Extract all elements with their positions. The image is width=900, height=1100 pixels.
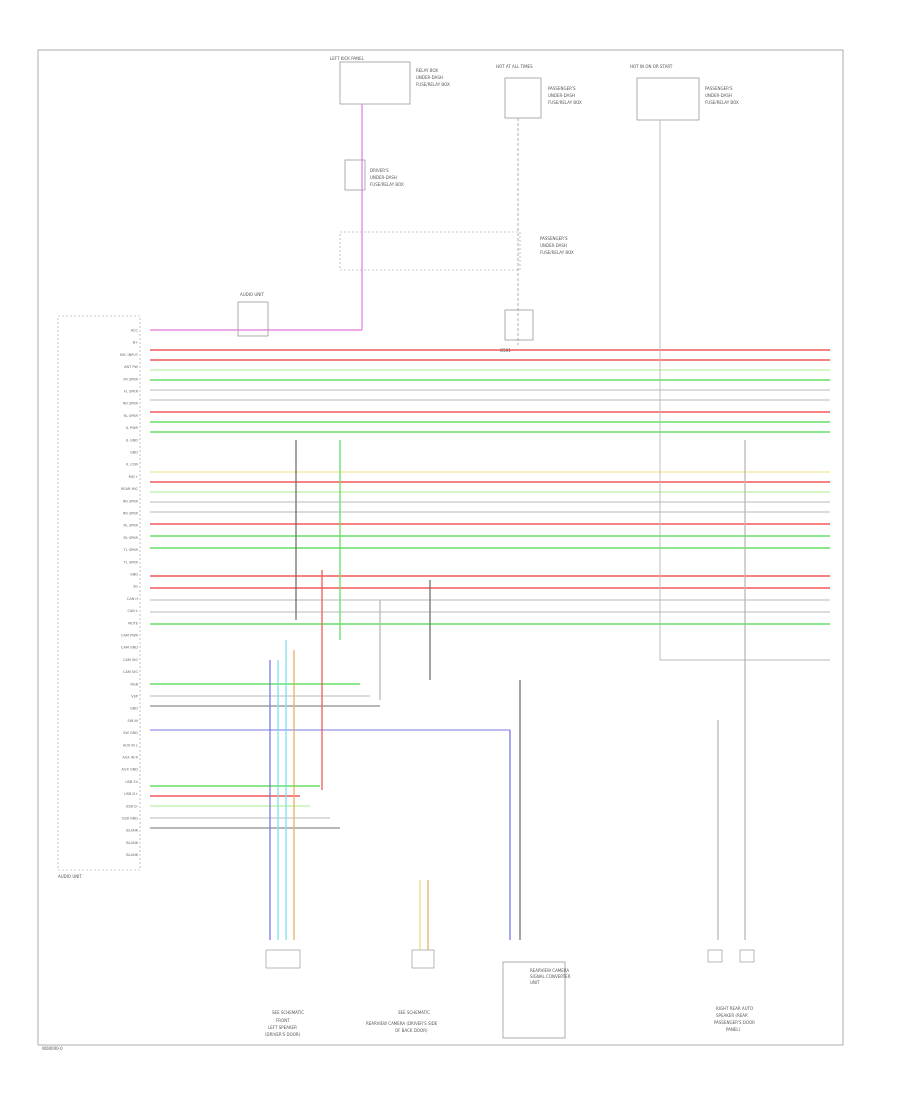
bottom-mid-line2: OF BACK DOOR) <box>395 1028 428 1033</box>
ground-desc: G501 <box>500 348 511 353</box>
bottom-right-line3: PASSENGER'S DOOR <box>714 1020 755 1025</box>
pin-label: USB D+ <box>124 792 138 796</box>
terminal-connector <box>707 949 723 963</box>
vertical-wires <box>265 440 755 969</box>
fuse-box-right-desc2: UNDER-DASH <box>705 93 732 98</box>
bottom-left-connector: SEE SCHEMATIC <box>272 1010 304 1015</box>
mid-right-desc2: UNDER-DASH <box>540 243 567 248</box>
pin-label: CAM GND <box>121 646 138 650</box>
pin-label: BLANK <box>126 853 138 857</box>
mid-left-desc3: FUSE/RELAY BOX <box>370 182 404 187</box>
bottom-right-line2: SPEAKER (REAR <box>716 1013 748 1018</box>
pin-label: TL SPKR <box>123 560 139 564</box>
audio-unit-label: AUDIO UNIT <box>58 874 82 879</box>
pin-label: CAN L <box>127 609 138 613</box>
pin-label: TL SPKR <box>123 548 139 552</box>
pin-label: CAN H <box>127 597 139 601</box>
pin-label: BLANK <box>126 829 138 833</box>
fuse-box-right-desc3: FUSE/RELAY BOX <box>705 100 739 105</box>
bottom-mid-connector: SEE SCHEMATIC <box>398 1010 430 1015</box>
pin-label: AUX IN L <box>123 743 138 747</box>
footer-code: W00000-0 <box>42 1046 63 1051</box>
pin-label: BLANK <box>126 841 138 845</box>
pin-label: FL SPKR <box>124 390 139 394</box>
connector-mid-left <box>344 159 366 191</box>
pin-label: AUX GND <box>122 768 139 772</box>
mid-right-desc1: PASSENGER'S <box>540 236 568 241</box>
pin-label: CAM SIG <box>123 670 138 674</box>
pin-label: CAM PWR <box>121 634 139 638</box>
pin-label: GND <box>130 451 138 455</box>
pin-label: USB D- <box>126 804 139 808</box>
pin-labels: ACC B+ MIC INPUT ANT PW FR SPKR FL SPKR RR SPK… <box>120 329 139 858</box>
fuse-box-left-desc2: UNDER-DASH <box>416 75 443 80</box>
pin-label: ACC <box>131 329 139 333</box>
camera-box-line3: UNIT <box>530 980 540 985</box>
pin-label: GND <box>130 707 138 711</box>
fuse-box-right <box>636 77 700 121</box>
diagram-frame <box>37 49 844 1046</box>
bottom-left-line3: (DRIVER'S DOOR) <box>265 1032 301 1037</box>
terminal-connector <box>265 949 301 969</box>
bottom-left-line2: LEFT SPEAKER <box>268 1025 297 1030</box>
pin-label: USB GND <box>122 817 139 821</box>
pin-label: IL GND <box>126 438 138 442</box>
connector-mid-right <box>504 309 534 341</box>
camera-box-line1: REARVIEW CAMERA <box>530 968 569 973</box>
harness-lines <box>150 349 830 829</box>
pin-label: RL SPKR <box>123 524 138 528</box>
fuse-box-right-desc1: PASSENGER'S <box>705 86 733 91</box>
camera-box-line2: SIGNAL CONVERTER <box>530 974 571 979</box>
resistor-block <box>237 301 269 337</box>
pin-label: MIC+ <box>129 475 138 479</box>
pin-label: USB 5V <box>125 780 139 784</box>
mid-left-desc2: UNDER-DASH <box>370 175 397 180</box>
fuse-box-left-title: LEFT KICK PANEL <box>330 56 365 61</box>
pin-label: B+ <box>133 341 138 345</box>
fuse-box-left-desc1: RELAY BOX <box>416 68 438 73</box>
pin-label: RL SPKR <box>123 536 138 540</box>
bottom-left-line1: FRONT <box>276 1018 290 1023</box>
fuse-box-middle-desc3: FUSE/RELAY BOX <box>548 100 582 105</box>
pin-label: RR SPKR <box>123 499 139 503</box>
pin-label: MIC INPUT <box>120 353 139 357</box>
terminal-connector <box>411 949 435 969</box>
fuse-box-middle <box>504 77 542 119</box>
bottom-mid-line1: REARVIEW CAMERA (DRIVER'S SIDE <box>366 1021 438 1026</box>
pin-label: CAM SIG <box>123 658 138 662</box>
pin-label: VSP <box>131 695 138 699</box>
mid-left-desc1: DRIVER'S <box>370 168 389 173</box>
resistor-label: AUDIO UNIT <box>240 292 264 297</box>
fuse-box-left <box>339 61 411 105</box>
fuse-box-middle-desc1: PASSENGER'S <box>548 86 576 91</box>
pin-label: SW IN <box>128 719 139 723</box>
pin-label: SG <box>133 585 138 589</box>
bottom-right-line4: PANEL) <box>726 1027 741 1032</box>
pin-label: SW GND <box>123 731 138 735</box>
pin-label: IL CON <box>126 463 138 467</box>
audio-unit-box <box>57 315 141 871</box>
pin-label: FR SPKR <box>123 377 138 381</box>
camera-converter-box <box>502 961 566 1039</box>
pin-label: RL SPKR <box>123 414 138 418</box>
pin-label: REAR MIC <box>121 487 139 491</box>
terminal-connector <box>739 949 755 963</box>
pin-label: MUTE <box>128 621 138 625</box>
pin-label: RGB <box>130 682 138 686</box>
fuse-box-left-desc3: FUSE/RELAY BOX <box>416 82 450 87</box>
pin-label: RR SPKR <box>123 402 139 406</box>
pin-label: ANT PW <box>124 365 138 369</box>
pin-label: IL PWR <box>126 426 139 430</box>
pin-label: GND <box>130 573 138 577</box>
bottom-right-line1: RIGHT REAR AUTO <box>716 1006 753 1011</box>
fuse-box-middle-desc2: UNDER-DASH <box>548 93 575 98</box>
mid-right-desc3: FUSE/RELAY BOX <box>540 250 574 255</box>
fuse-box-right-title: HOT IN ON OR START <box>630 64 673 69</box>
pin-label: RR SPKR <box>123 512 139 516</box>
fuse-box-middle-title: HOT AT ALL TIMES <box>496 64 533 69</box>
pin-label: AUX IN R <box>122 756 138 760</box>
junction-dashed-box <box>339 231 521 271</box>
